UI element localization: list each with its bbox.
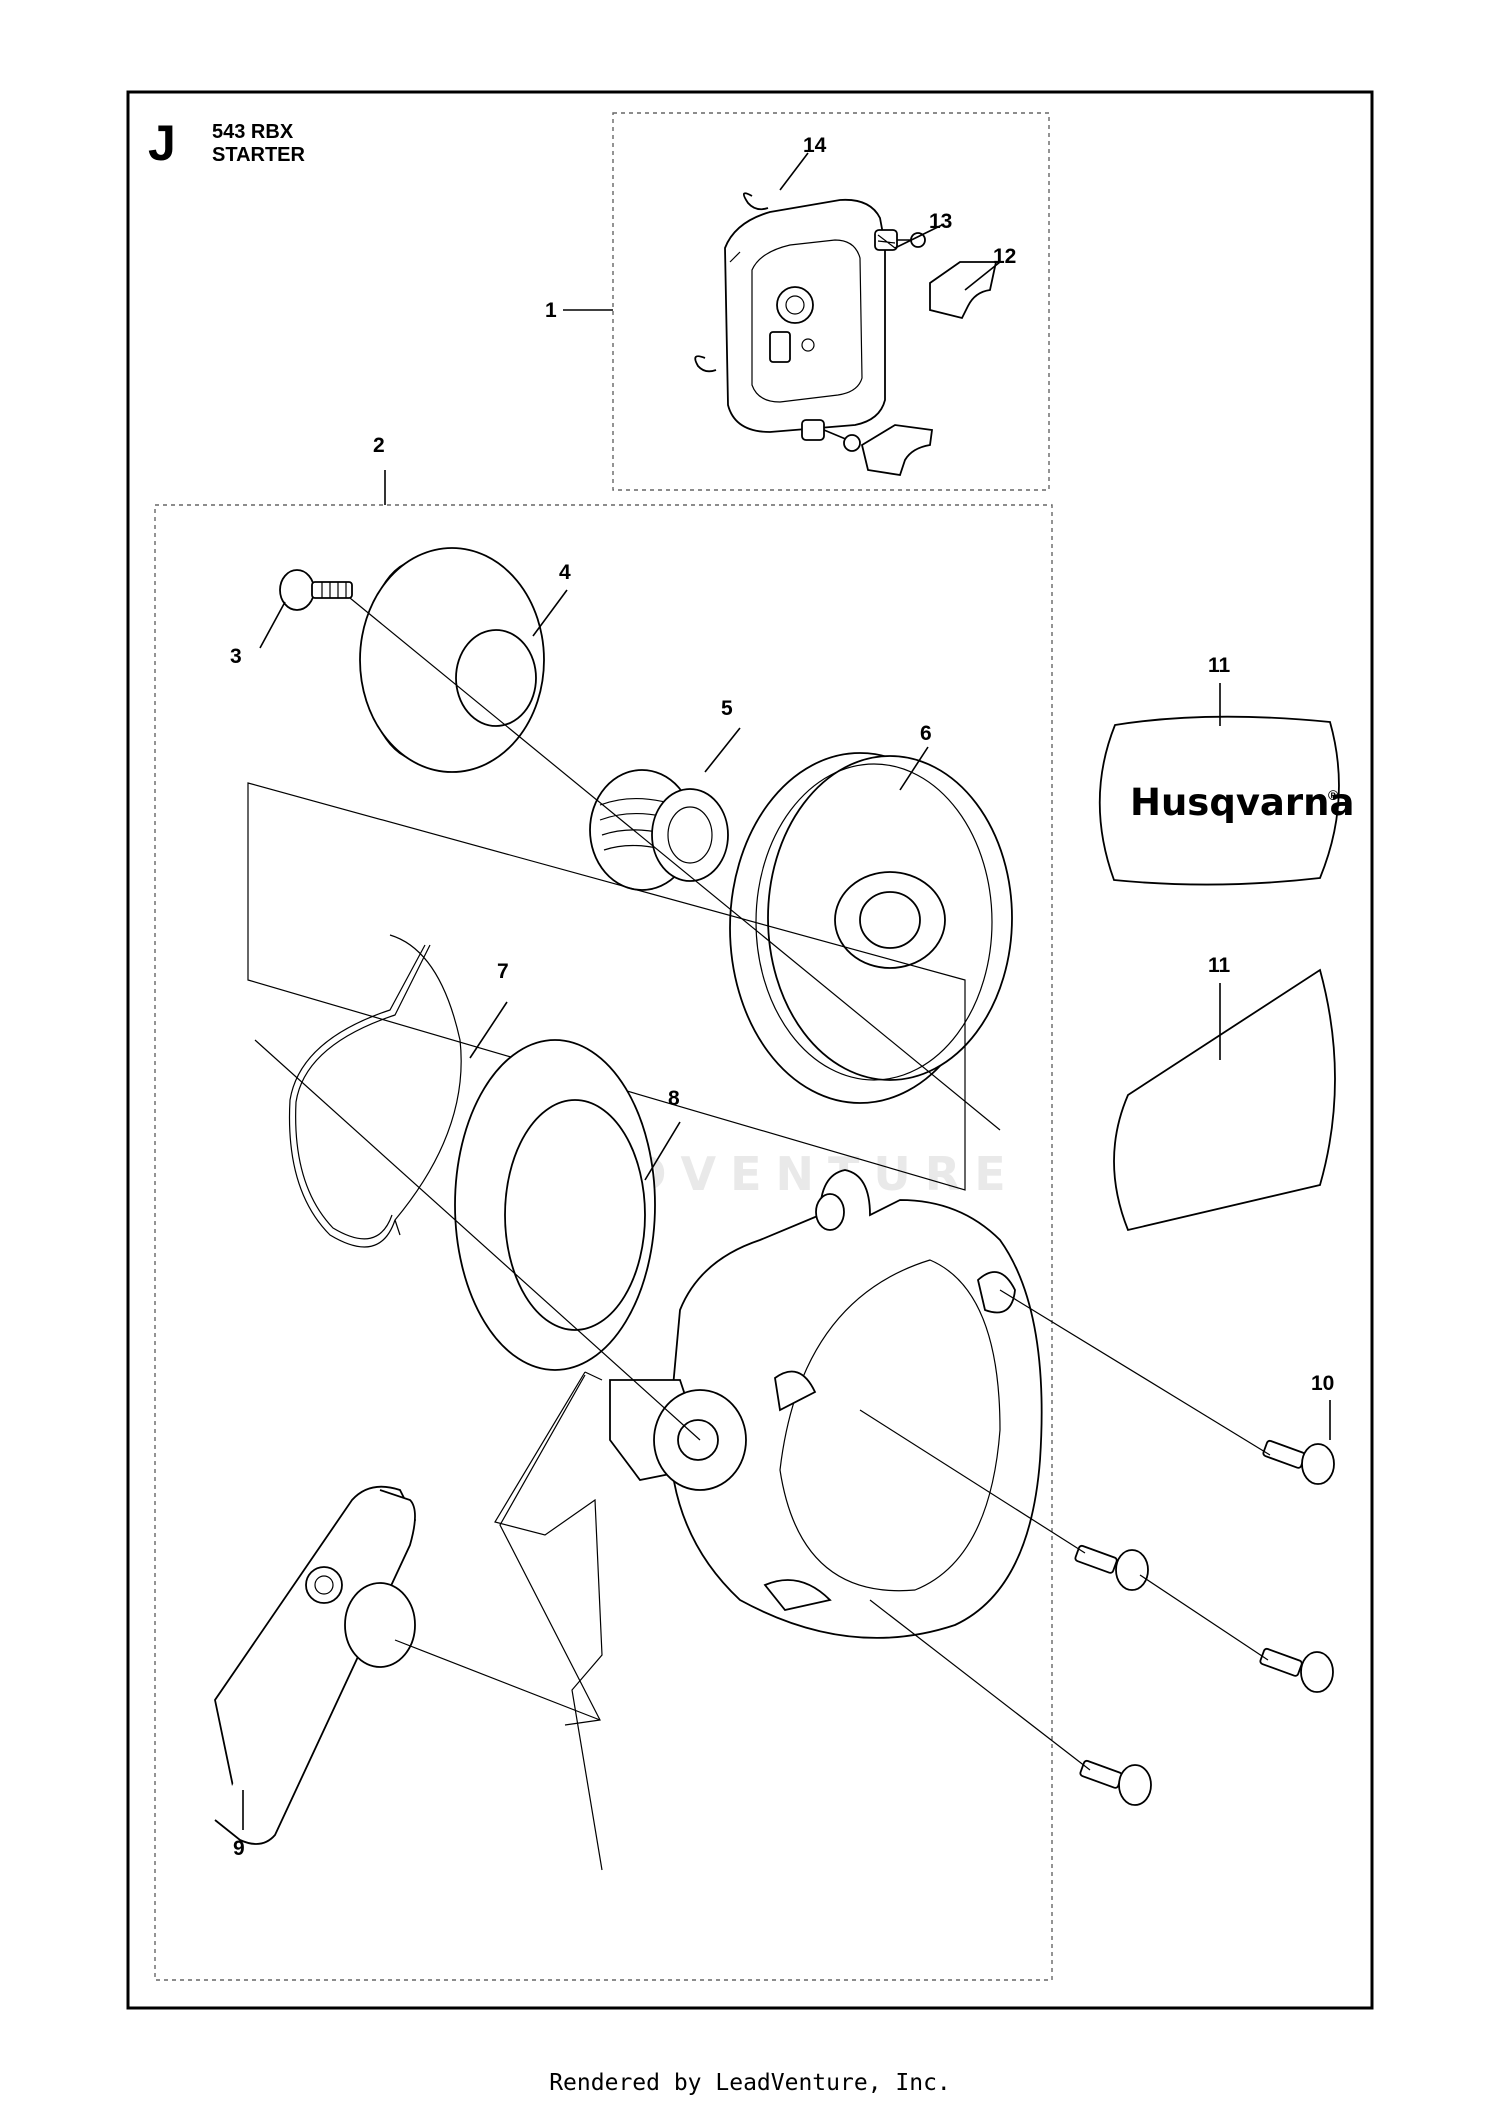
callout-3: 3: [230, 645, 242, 668]
part-1-housing: [724, 198, 886, 433]
callout-numbers: 1 2 3 4 5 6 7 8 9 10 11 11 12 13 14: [230, 134, 1334, 1860]
callout-10: 10: [1311, 1372, 1334, 1395]
callout-12: 12: [993, 245, 1016, 268]
callout-4: 4: [559, 561, 571, 584]
callout-6: 6: [920, 722, 932, 745]
callout-9: 9: [233, 1837, 245, 1860]
part-9-handle: [214, 1485, 416, 1845]
callout-5: 5: [721, 697, 733, 720]
part-4-bushing: [359, 547, 545, 773]
callout-11b: 11: [1208, 954, 1231, 977]
part-6-pulley: [729, 752, 1013, 1104]
part-5-spring: [589, 769, 729, 891]
part-11-label-back: [1113, 968, 1336, 1232]
part-11-label-front: Husqvarna ®: [1098, 715, 1354, 886]
part-14-clips: [694, 192, 769, 373]
starter-cover: [609, 1169, 1043, 1639]
part-12-latches: [823, 232, 998, 477]
part-10-bolts: [1074, 1439, 1335, 1806]
part-7-rope: [288, 934, 462, 1248]
callout-11a: 11: [1208, 654, 1231, 677]
footer-credit: Rendered by LeadVenture, Inc.: [549, 2070, 951, 2096]
husqvarna-logo-text: Husqvarna: [1130, 781, 1354, 824]
registered-mark: ®: [1328, 787, 1339, 803]
assembly-plane-1: [247, 782, 966, 1191]
leader-lines: [242, 152, 1331, 1830]
callout-8: 8: [668, 1087, 680, 1110]
diagram-frame: [126, 90, 1374, 2010]
model-name: 543 RBX: [212, 121, 294, 143]
group-box-1: [612, 112, 1050, 491]
part-3-screw: [279, 569, 353, 611]
callout-13: 13: [929, 210, 952, 233]
assembly-plane-2: [494, 1371, 603, 1871]
callout-14: 14: [803, 134, 827, 157]
section-letter: J: [148, 115, 176, 171]
group-box-2: [154, 504, 1053, 1981]
callout-7: 7: [497, 960, 509, 983]
callout-2: 2: [373, 434, 385, 457]
callout-1: 1: [545, 299, 557, 322]
section-title: STARTER: [212, 144, 306, 166]
part-8-washer: [454, 1039, 656, 1371]
